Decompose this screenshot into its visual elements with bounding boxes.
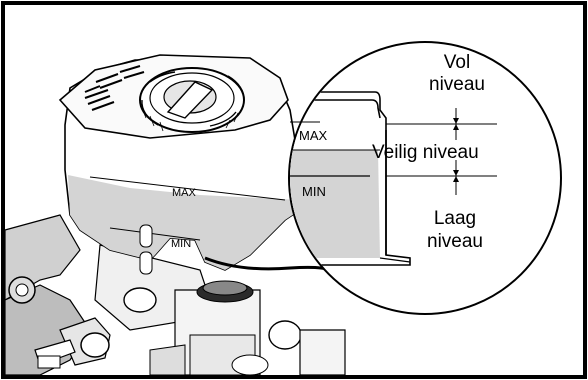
magnifier-circle: MAX MIN	[288, 41, 562, 315]
reservoir-max-label: MAX	[172, 187, 197, 199]
laag-niveau-label-line1: Laag	[434, 208, 476, 229]
master-cylinder-drawing	[4, 214, 346, 376]
zoom-fluid	[290, 150, 380, 258]
fluid-hose	[204, 256, 331, 272]
zoom-max-label: MAX	[299, 128, 328, 143]
reservoir-fluid	[68, 175, 300, 270]
reservoir-min-label: MIN	[171, 238, 191, 250]
vol-niveau-label-line1: Vol	[444, 52, 470, 73]
veilig-niveau-label: Veilig niveau	[372, 142, 479, 163]
reservoir: MAX MIN	[58, 54, 301, 275]
vol-niveau-label-line2: niveau	[429, 74, 485, 95]
zoom-min-label: MIN	[302, 184, 326, 199]
laag-niveau-label-line2: niveau	[427, 231, 483, 252]
